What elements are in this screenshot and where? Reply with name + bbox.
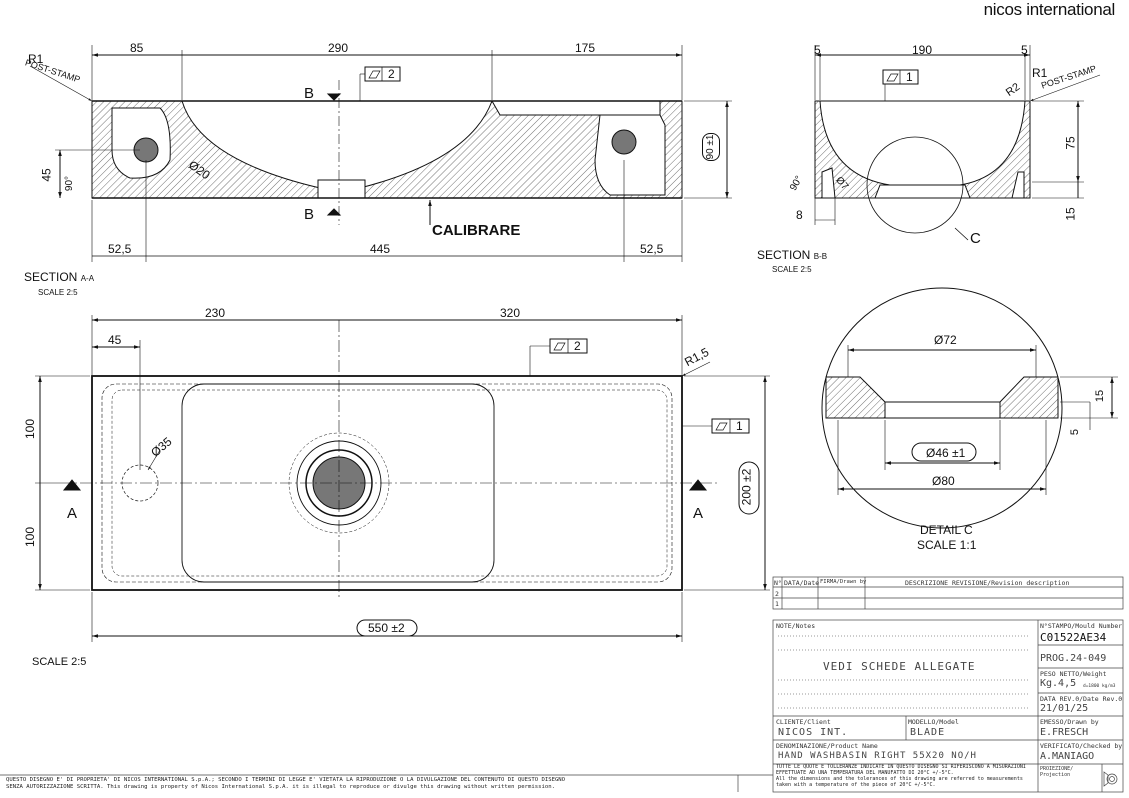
dim-plan-height-bottom: 100: [23, 526, 38, 548]
model-value: BLADE: [910, 727, 946, 738]
dim-aa-top-left: 85: [130, 41, 144, 55]
cut-a-right: A: [693, 505, 704, 522]
dim-c-mid: Ø46 ±1: [926, 446, 966, 460]
section-bb-view: [814, 45, 1101, 241]
dim-aa-height-left: 45: [39, 168, 54, 182]
section-bb-title: SECTION B-B: [757, 248, 828, 262]
product-label: DENOMINAZIONE/Product Name: [776, 742, 878, 750]
plan-scale: SCALE 2:5: [32, 656, 87, 668]
cut-b-bottom: B: [304, 206, 315, 223]
flatness-plan-right-value: 1: [736, 419, 743, 433]
model-label: MODELLO/Model: [908, 718, 959, 726]
dim-plan-width-total: 550 ±2: [368, 621, 405, 635]
detail-c-title: DETAIL C: [920, 523, 973, 537]
rev-header-description: DESCRIZIONE REVISIONE/Revision descripti…: [905, 579, 1070, 587]
footer-line-2: SENZA AUTORIZZAZIONE SCRITTA. This drawi…: [6, 784, 555, 790]
tolerance-note-it: TUTTE LE QUOTE E TOLLERANZE INDICATE IN …: [776, 764, 1026, 776]
weight-label: PESO NETTO/Weight: [1040, 670, 1107, 678]
title-block-frame: [772, 576, 1124, 793]
rev-header-date: DATA/Date: [784, 579, 820, 587]
dim-aa-bottom-left: 52,5: [108, 242, 132, 256]
dim-plan-top-left: 230: [205, 306, 226, 320]
notes-text: VEDI SCHEDE ALLEGATE: [823, 660, 976, 673]
radius-aa: R1: [28, 52, 44, 66]
dim-aa-top-right: 175: [575, 41, 596, 55]
section-aa-title: SECTION A-A: [24, 270, 95, 284]
footer-line-1: QUESTO DISEGNO E' DI PROPRIETA' DI NICOS…: [6, 777, 566, 783]
mould-number: C01522AE34: [1040, 631, 1107, 644]
mould-label: N°STAMPO/Mould Number: [1040, 622, 1123, 630]
detail-c-scale: SCALE 1:1: [917, 538, 977, 552]
date-value: 21/01/25: [1040, 703, 1089, 714]
drawn-value: E.FRESCH: [1040, 727, 1089, 738]
dim-c-top: Ø72: [934, 333, 957, 347]
dim-aa-bottom-right: 52,5: [640, 242, 664, 256]
dim-bb-top-right: 5: [1021, 43, 1028, 57]
dim-plan-top-right: 320: [500, 306, 521, 320]
notes-label: NOTE/Notes: [776, 622, 816, 630]
drawn-label: EMESSO/Drawn by: [1040, 718, 1099, 726]
dim-bb-top-left: 5: [814, 43, 821, 57]
dim-bb-height-top: 75: [1063, 136, 1078, 150]
product-value: HAND WASHBASIN RIGHT 55X20 NO/H: [778, 751, 977, 761]
plan-view: [35, 315, 770, 642]
dim-aa-bottom-mid: 445: [370, 242, 391, 256]
weight-density: d=1800 kg/m3: [1083, 684, 1116, 689]
dim-plan-left-offset: 45: [108, 333, 122, 347]
flatness-plan-top-value: 2: [574, 339, 581, 353]
dim-c-right-bottom: 5: [1069, 428, 1082, 436]
cut-a-left: A: [67, 505, 78, 522]
client-label: CLIENTE/Client: [776, 718, 831, 726]
radius-bb: R1: [1032, 66, 1048, 80]
program-code: PROG.24-049: [1040, 653, 1107, 664]
dim-bb-thickness: 8: [796, 208, 803, 222]
rev-header-no: N°: [774, 579, 782, 587]
flatness-bb-value: 1: [906, 70, 913, 84]
projection-label: PROIEZIONE/ Projection: [1040, 766, 1074, 778]
section-aa-view: [29, 45, 732, 262]
weight-value: Kg.4,5: [1040, 678, 1077, 689]
dim-plan-height-total: 200 ±2: [739, 468, 754, 506]
rev-header-drawn: FIRMA/Drawn by: [820, 579, 867, 585]
section-aa-scale: SCALE 2:5: [38, 288, 78, 297]
section-bb-scale: SCALE 2:5: [772, 265, 812, 274]
dim-aa-top-mid: 290: [328, 41, 349, 55]
dim-c-right-top: 15: [1094, 389, 1107, 403]
dim-aa-height-right: 90 ±1: [702, 133, 720, 161]
cut-b-top: B: [304, 85, 315, 102]
dim-bb-height-bottom: 15: [1063, 207, 1078, 221]
dim-c-bottom: Ø80: [932, 474, 955, 488]
flatness-aa-value: 2: [388, 67, 395, 81]
calibrare-callout: CALIBRARE: [432, 222, 521, 239]
brand-logo-text: nicos international: [983, 0, 1116, 19]
detail-c-view: [821, 287, 1118, 529]
checked-label: VERIFICATO/Checked by: [1040, 742, 1123, 750]
rev-row-1: 1: [775, 600, 779, 608]
dim-bb-top-mid: 190: [912, 43, 933, 57]
checked-value: A.MANIAGO: [1040, 751, 1095, 762]
client-value: NICOS INT.: [778, 727, 849, 738]
dim-aa-angle: 90°: [64, 175, 76, 192]
detail-c-marker: C: [970, 230, 981, 247]
rev-row-2: 2: [775, 590, 779, 598]
tolerance-note-en: All the dimensions and the tolerances of…: [776, 776, 1023, 788]
dim-plan-height-top: 100: [23, 418, 38, 440]
footer-frame: [0, 774, 773, 792]
date-label: DATA REV.0/Date Rev.0: [1040, 695, 1123, 703]
